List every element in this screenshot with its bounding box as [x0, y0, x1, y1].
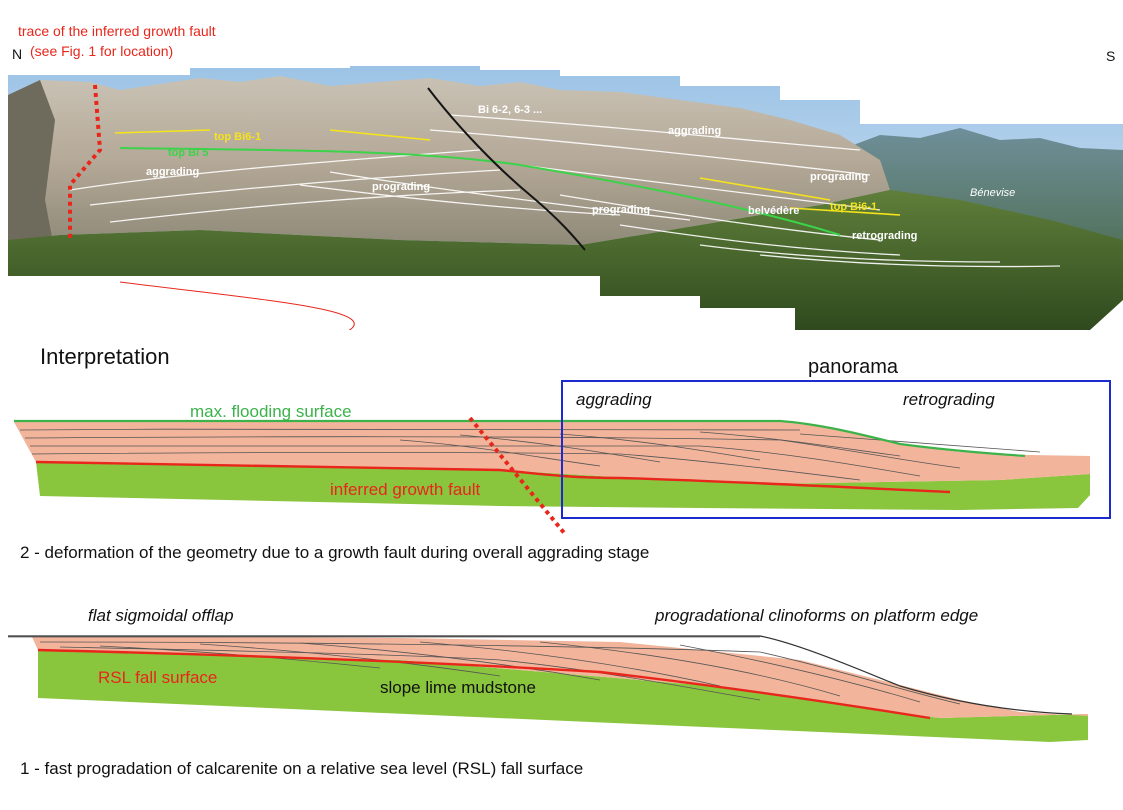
label-retrograding: retrograding: [852, 230, 917, 242]
south-label: S: [1106, 48, 1116, 64]
label-aggrading-left: aggrading: [146, 166, 199, 178]
label-belvedere: belvédère: [748, 205, 799, 217]
section2-bedding: [19, 428, 1041, 481]
interpretation-title: Interpretation: [40, 344, 170, 369]
retrograding-label: retrograding: [903, 390, 995, 409]
label-prograding-low: prograding: [592, 204, 650, 216]
growth-fault-surface: [35, 460, 951, 494]
label-top-bi61-b: top Bi6-1: [830, 201, 877, 213]
prograd-clinoforms-label: progradational clinoforms on platform ed…: [655, 606, 979, 625]
label-bi62: Bi 6-2, 6-3 ...: [478, 104, 542, 116]
label-prograding-right: prograding: [810, 171, 868, 183]
fault-trace-dotted: [468, 416, 567, 536]
label-aggrading-right: aggrading: [668, 125, 721, 137]
aggrading-label: aggrading: [576, 390, 652, 409]
slope-mudstone-label: slope lime mudstone: [380, 678, 536, 697]
label-top-bi61-a: top Bi6-1: [214, 131, 261, 143]
growth-fault-label: inferred growth fault: [330, 480, 481, 499]
section1-caption: 1 - fast progradation of calcarenite on …: [20, 759, 584, 778]
max-flooding-line: [14, 419, 1026, 458]
section2-calcarenite: [14, 422, 1090, 484]
section1-mudstone: [38, 650, 1088, 742]
label-prograding-mid: prograding: [372, 181, 430, 193]
section2-caption: 2 - deformation of the geometry due to a…: [20, 543, 650, 562]
flat-offlap-label: flat sigmoidal offlap: [88, 606, 234, 625]
max-flooding-label: max. flooding surface: [190, 402, 352, 421]
rsl-fall-label: RSL fall surface: [98, 668, 218, 687]
section2-mudstone: [36, 462, 1090, 510]
fault-trace-label: trace of the inferred growth fault: [18, 23, 216, 39]
panorama-label: panorama: [808, 356, 899, 378]
fault-trace-note: (see Fig. 1 for location): [30, 43, 174, 59]
label-top-bi5: top Bi 5: [168, 147, 208, 159]
label-benevise: Bénevise: [970, 187, 1015, 199]
panorama-photo: Bi 6-2, 6-3 ... top Bi6-1 top Bi 5 aggra…: [8, 66, 1123, 330]
north-label: N: [12, 46, 23, 62]
